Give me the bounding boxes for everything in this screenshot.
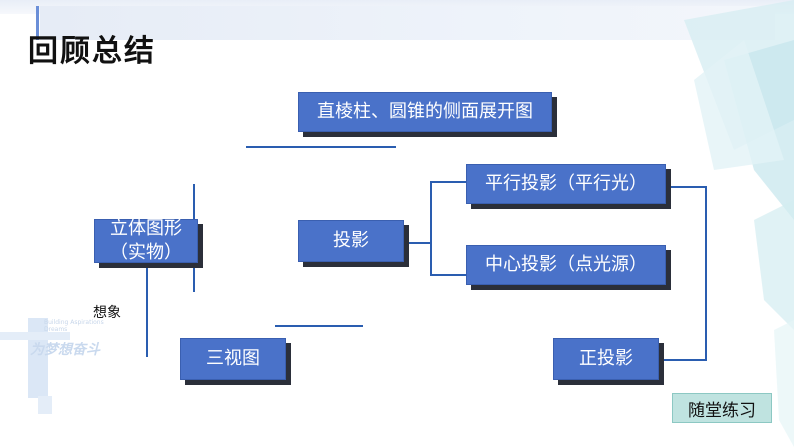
logo-decoration: Building Aspirations Dreams 为梦想奋斗 [0,318,104,414]
connector-branch-vertical [430,181,432,276]
svg-text:Building Aspirations: Building Aspirations [44,319,104,326]
node-projection: 投影 [298,220,404,262]
watermark-text: 为梦想奋斗 [30,341,101,358]
node-orthographic: 正投影 [553,338,659,380]
imagine-label: 想象 [93,305,121,321]
header-strip [40,6,775,40]
practice-button[interactable]: 随堂练习 [672,393,772,423]
connector-right-bottom [661,359,707,361]
connector-right-vertical [705,186,707,360]
header-accent [36,6,39,40]
connector-branch-parallel [430,181,466,183]
connector-right-top [668,186,706,188]
node-parallel-projection: 平行投影（平行光） [466,164,666,204]
node-central-projection: 中心投影（点光源） [466,245,666,285]
polygon-decoration [684,0,794,447]
node-development: 直棱柱、圆锥的侧面展开图 [298,92,552,132]
node-solid-figure: 立体图形 （实物） [94,218,198,263]
node-three-view: 三视图 [180,338,286,380]
connector-line-imagine-vertical [146,262,148,357]
connector-projection-stub [404,242,431,244]
connector-line-top [246,146,396,148]
connector-line-bottom [275,325,363,327]
page-title: 回顾总结 [28,34,156,69]
svg-text:Dreams: Dreams [44,326,67,333]
connector-branch-central [430,274,466,276]
